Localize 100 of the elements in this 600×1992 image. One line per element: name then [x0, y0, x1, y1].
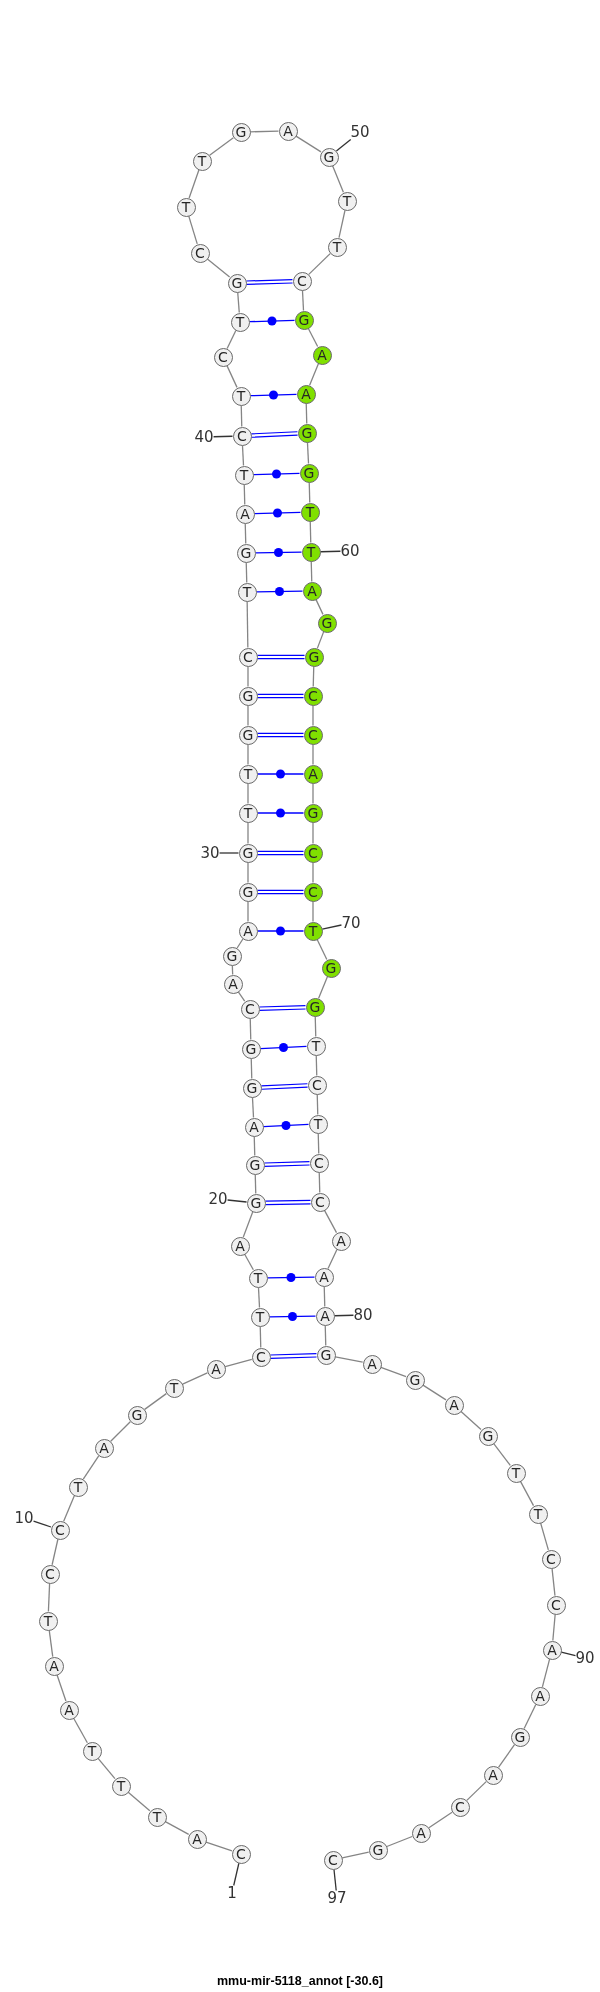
base-pair-line [256, 850, 305, 856]
nucleotide-circle: A [444, 1395, 464, 1415]
position-number: 97 [327, 1890, 347, 1906]
backbone-line [56, 1674, 67, 1702]
nucleotide-circle: T [237, 582, 257, 602]
nucleotide-circle: A [278, 121, 298, 141]
position-number: 70 [341, 915, 361, 931]
nucleotide-circle: G [299, 463, 319, 483]
nucleotide-circle: T [306, 1036, 326, 1056]
nucleotide-circle: C [303, 882, 323, 902]
nucleotide-circle: T [192, 151, 212, 171]
position-number: 1 [227, 1885, 237, 1901]
nucleotide-circle: T [250, 1307, 270, 1327]
nucleotide-circle: C [303, 843, 323, 863]
backbone-line [493, 1442, 511, 1467]
backbone-line [305, 402, 308, 425]
nucleotide-circle: G [405, 1370, 425, 1390]
position-number: 90 [575, 1650, 595, 1666]
backbone-line [249, 130, 280, 133]
backbone-line [110, 1421, 131, 1442]
backbone-line [301, 289, 305, 312]
backbone-line [244, 1253, 254, 1271]
backbone-line [312, 743, 314, 766]
backbone-line [164, 1820, 190, 1836]
nucleotide-circle: T [308, 1114, 328, 1134]
nucleotide-circle: G [231, 122, 251, 142]
base-pair-line [256, 889, 305, 895]
base-pair-line [248, 316, 296, 326]
backbone-line [338, 209, 346, 239]
leader-line [218, 852, 240, 854]
backbone-line [295, 135, 322, 153]
backbone-line [247, 900, 249, 923]
nucleotide-circle: A [483, 1765, 503, 1785]
nucleotide-circle: G [304, 647, 324, 667]
backbone-line [127, 1791, 151, 1812]
nucleotide-circle: C [213, 347, 233, 367]
diagram-caption: mmu-mir-5118_annot [-30.6] [217, 1974, 383, 1989]
nucleotide-circle: C [232, 426, 252, 446]
nucleotide-circle: G [321, 958, 341, 978]
backbone-line [323, 1285, 326, 1308]
backbone-line [97, 1757, 116, 1780]
backbone-line [242, 1211, 254, 1238]
base-pair-line [249, 390, 298, 400]
position-number: 60 [340, 543, 360, 559]
nucleotide-circle: A [302, 581, 322, 601]
nucleotide-circle: G [236, 543, 256, 563]
backbone-line [312, 704, 314, 727]
backbone-line [182, 1372, 208, 1385]
backbone-line [310, 560, 313, 583]
backbone-line [312, 861, 314, 884]
nucleotide-circle: T [147, 1807, 167, 1827]
base-pair-line [253, 508, 302, 518]
nucleotide-circle: C [541, 1549, 561, 1569]
position-number: 30 [200, 845, 220, 861]
backbone-line [315, 1054, 318, 1077]
backbone-line [244, 522, 247, 545]
nucleotide-circle: A [303, 764, 323, 784]
nucleotide-circle: A [187, 1829, 207, 1849]
backbone-line [428, 1811, 453, 1829]
nucleotide-circle: C [307, 1075, 327, 1095]
backbone-line [247, 782, 249, 805]
nucleotide-circle: T [176, 197, 196, 217]
backbone-line [306, 441, 310, 465]
nucleotide-circle: A [235, 504, 255, 524]
backbone-line [317, 1132, 320, 1155]
nucleotide-circle: T [301, 542, 321, 562]
backbone-line [254, 1173, 257, 1195]
backbone-line [551, 1567, 556, 1597]
base-pair-line [266, 1273, 316, 1282]
base-pair-line [269, 1353, 318, 1359]
backbone-line [312, 821, 314, 845]
base-pair-line [245, 279, 294, 285]
backbone-line [241, 444, 245, 467]
nucleotide-circle: C [303, 686, 323, 706]
nucleotide-circle: A [362, 1354, 382, 1374]
backbone-line [541, 1658, 551, 1688]
nucleotide-circle: T [300, 502, 320, 522]
nucleotide-circle: T [248, 1268, 268, 1288]
nucleotide-circle: A [94, 1438, 114, 1458]
backbone-line [63, 1495, 75, 1522]
nucleotide-circle: T [230, 312, 250, 332]
base-pair-line [259, 1043, 308, 1052]
nucleotide-circle: G [238, 686, 258, 706]
nucleotide-circle: C [450, 1797, 470, 1817]
leader-line [333, 1314, 355, 1317]
backbone-line [308, 363, 320, 386]
nucleotide-circle: G [238, 843, 258, 863]
backbone-line [144, 1392, 167, 1411]
backbone-line [422, 1384, 447, 1401]
nucleotide-circle: T [238, 764, 258, 784]
backbone-line [307, 327, 319, 348]
backbone-line [317, 976, 329, 999]
nucleotide-circle: C [292, 271, 312, 291]
backbone-line [82, 1455, 100, 1480]
base-pair-line [256, 926, 305, 936]
backbone-line [309, 520, 312, 544]
nucleotide-circle: G [222, 946, 242, 966]
backbone-line [552, 1613, 556, 1642]
backbone-line [316, 938, 328, 961]
nucleotide-circle: T [231, 386, 251, 406]
